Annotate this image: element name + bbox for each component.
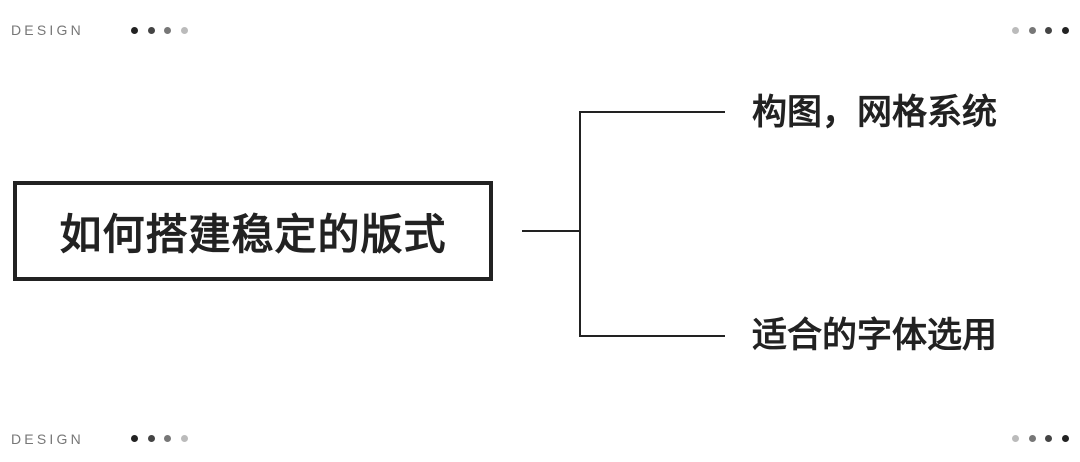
root-label: 如何搭建稳定的版式 [59, 209, 447, 259]
dot [1045, 27, 1052, 34]
connector-vertical [579, 111, 581, 337]
root-node: 如何搭建稳定的版式 [13, 181, 493, 281]
dots-top-left [131, 27, 188, 34]
dot [1028, 27, 1036, 34]
dot [180, 27, 188, 34]
branch-label-2: 适合的字体选用 [752, 316, 998, 356]
connector-root [522, 230, 581, 232]
dot [1012, 435, 1019, 442]
dot [164, 435, 171, 442]
dot [131, 27, 138, 34]
dots-bottom-left [131, 435, 188, 442]
dot [1012, 27, 1019, 34]
dot [1061, 27, 1069, 34]
branch-label-1: 构图，网格系统 [752, 93, 998, 133]
dot [1028, 435, 1036, 442]
dots-top-right [1012, 27, 1069, 34]
connector-branch-1 [579, 111, 725, 113]
dot [147, 27, 155, 34]
dot [131, 435, 138, 442]
design-tag-bottom: DESIGN [11, 431, 84, 447]
dot [1061, 435, 1069, 442]
dots-bottom-right [1012, 435, 1069, 442]
dot [180, 435, 188, 442]
dot [1045, 435, 1052, 442]
dot [147, 435, 155, 442]
connector-branch-2 [579, 335, 725, 337]
design-tag-top: DESIGN [11, 22, 84, 38]
dot [164, 27, 171, 34]
